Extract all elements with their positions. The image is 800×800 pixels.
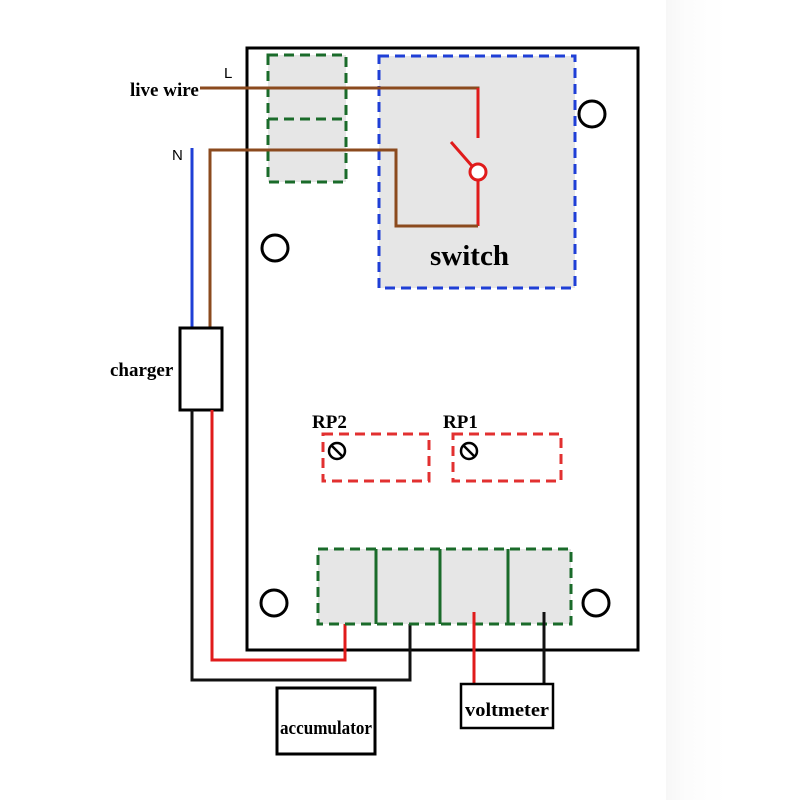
switch-label: switch [430, 240, 509, 272]
input-terminal-block [266, 53, 348, 184]
accumulator-box [275, 686, 377, 756]
switch-lever [449, 141, 474, 167]
charger-label: charger [110, 360, 174, 381]
voltmeter-label: voltmeter [465, 700, 550, 721]
voltmeter-box [459, 682, 555, 730]
output-terminal-block [316, 547, 573, 626]
mounting-hole-bottom-left [259, 588, 289, 618]
switch-pivot [468, 162, 488, 182]
charger-negative-wire [190, 410, 412, 682]
L-label: L [224, 65, 232, 82]
charger-box [178, 326, 224, 412]
live-wire-label: live wire [130, 80, 199, 101]
charger-positive-wire [210, 410, 347, 662]
N-label: N [172, 147, 183, 164]
rp2-potentiometer [321, 432, 431, 483]
switched-live-wire [208, 148, 478, 330]
RP1-label: RP1 [443, 412, 478, 433]
mounting-hole-bottom-right [581, 588, 611, 618]
mounting-hole-mid-left [260, 233, 290, 263]
rp1-potentiometer [451, 432, 563, 483]
RP2-label: RP2 [312, 412, 347, 433]
accumulator-label: accumulator [280, 718, 373, 739]
page-edge-shadow [666, 0, 800, 800]
mounting-hole-top-right [577, 99, 607, 129]
